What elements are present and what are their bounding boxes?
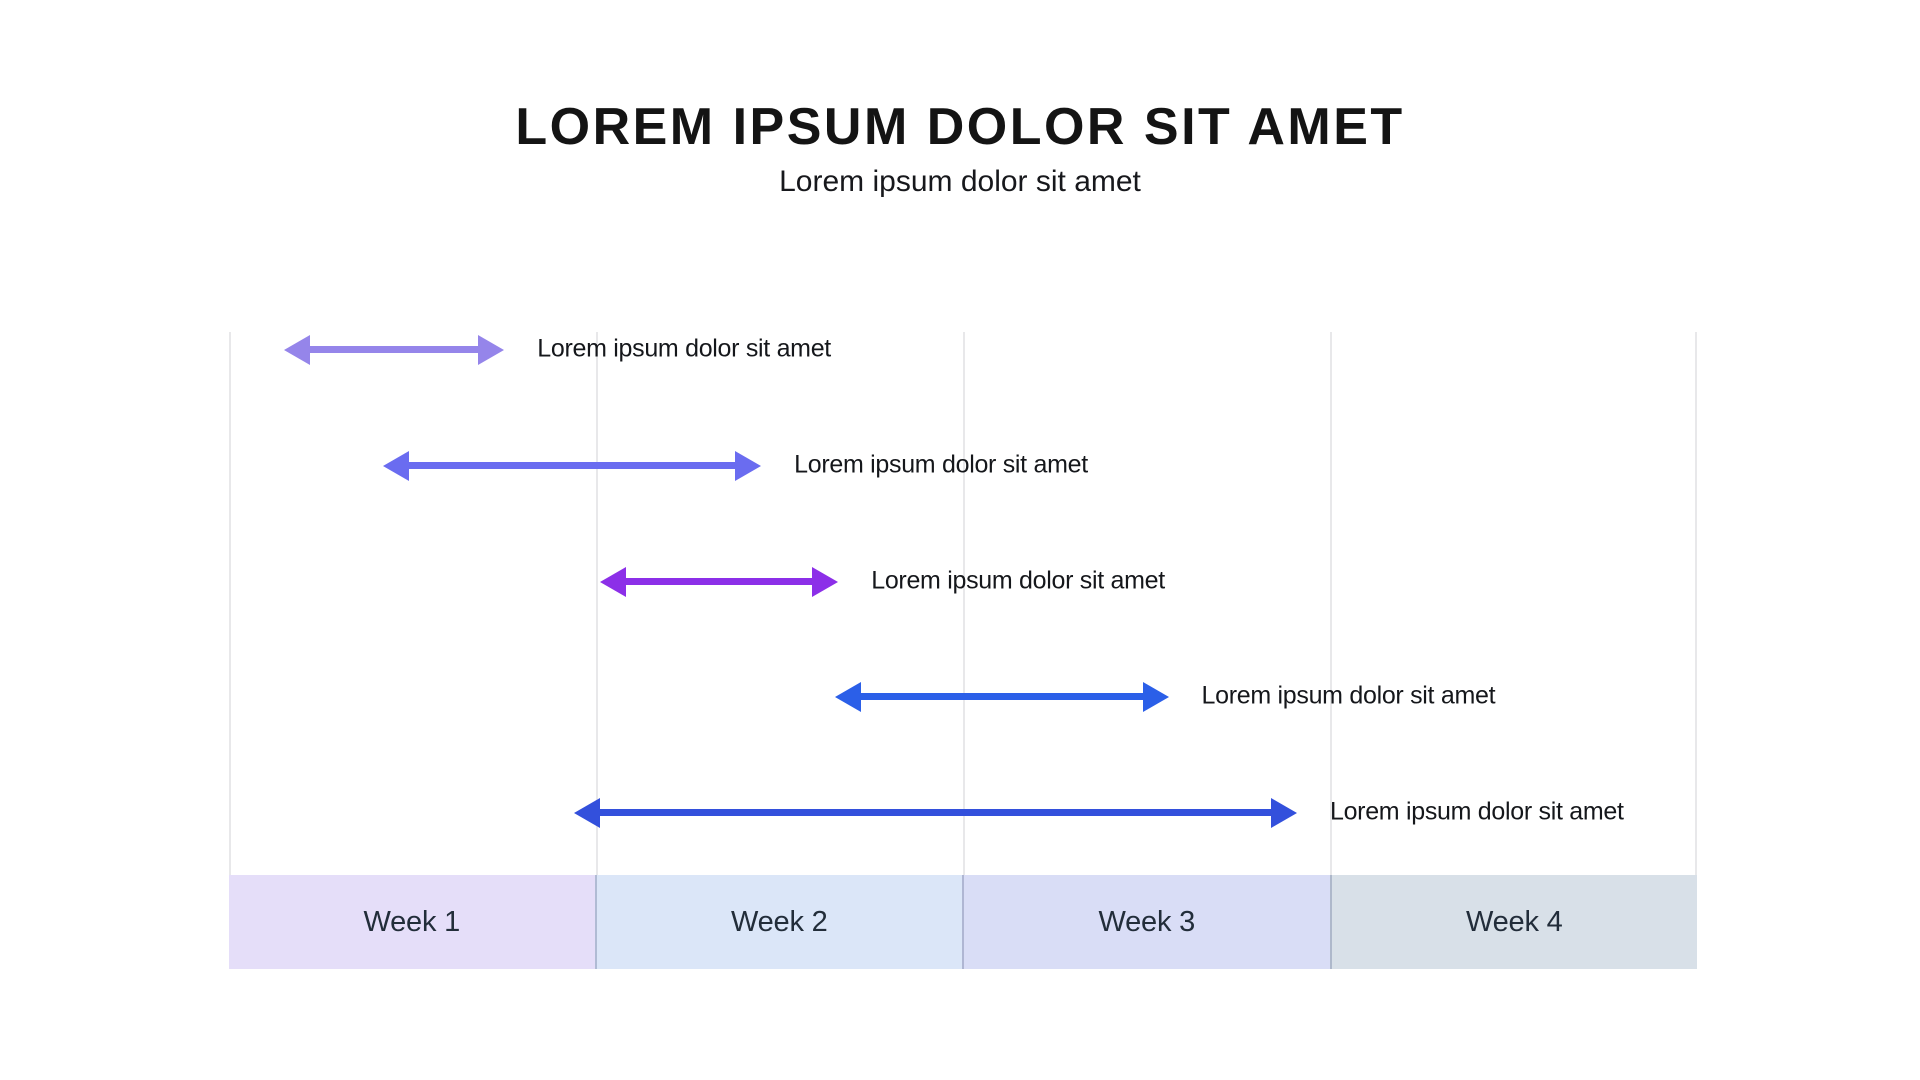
task-row: Lorem ipsum dolor sit amet (229, 564, 1697, 600)
double-arrow (383, 448, 762, 484)
double-arrow (573, 795, 1297, 831)
week-label: Week 2 (730, 905, 828, 938)
double-arrow (599, 564, 839, 600)
week-gridline (1695, 332, 1697, 875)
week-gridline (963, 332, 965, 875)
week-cell-2: Week 2 (594, 875, 962, 969)
task-label: Lorem ipsum dolor sit amet (1201, 681, 1496, 710)
page-subtitle: Lorem ipsum dolor sit amet (779, 165, 1141, 198)
week-label: Week 3 (1098, 905, 1196, 938)
task-row: Lorem ipsum dolor sit amet (229, 448, 1697, 484)
arrowhead-right-icon (478, 335, 505, 365)
week-gridline (229, 332, 231, 875)
week-cell-4: Week 4 (1329, 875, 1697, 969)
arrow-shaft (403, 461, 742, 469)
week-label: Week 4 (1465, 905, 1563, 938)
arrowhead-right-icon (1142, 682, 1169, 713)
task-row: Lorem ipsum dolor sit amet (229, 795, 1697, 831)
week-gridline (1330, 332, 1332, 875)
week-cell-3: Week 3 (962, 875, 1330, 969)
week-label: Week 1 (363, 905, 461, 938)
gantt-chart: Lorem ipsum dolor sit amet Lorem ipsum d… (229, 332, 1697, 969)
week-axis-band: Week 1 Week 2 Week 3 Week 4 (229, 875, 1697, 969)
double-arrow (834, 679, 1169, 715)
task-row: Lorem ipsum dolor sit amet (229, 679, 1697, 715)
arrow-shaft (304, 346, 485, 353)
task-row: Lorem ipsum dolor sit amet (229, 332, 1697, 368)
arrowhead-right-icon (1270, 798, 1297, 828)
header: LOREM IPSUM DOLOR SIT AMET Lorem ipsum d… (0, 98, 1920, 202)
page-title: LOREM IPSUM DOLOR SIT AMET (515, 98, 1405, 156)
week-gridline (596, 332, 598, 875)
task-label: Lorem ipsum dolor sit amet (871, 565, 1165, 594)
task-label: Lorem ipsum dolor sit amet (537, 334, 831, 363)
task-label: Lorem ipsum dolor sit amet (794, 450, 1088, 479)
arrow-shaft (619, 577, 819, 585)
task-label: Lorem ipsum dolor sit amet (1329, 797, 1624, 826)
week-cell-1: Week 1 (229, 875, 595, 969)
arrow-shaft (854, 693, 1149, 701)
arrowhead-right-icon (812, 566, 839, 597)
arrow-shaft (593, 809, 1277, 816)
arrowhead-right-icon (735, 450, 762, 481)
double-arrow (284, 332, 505, 368)
